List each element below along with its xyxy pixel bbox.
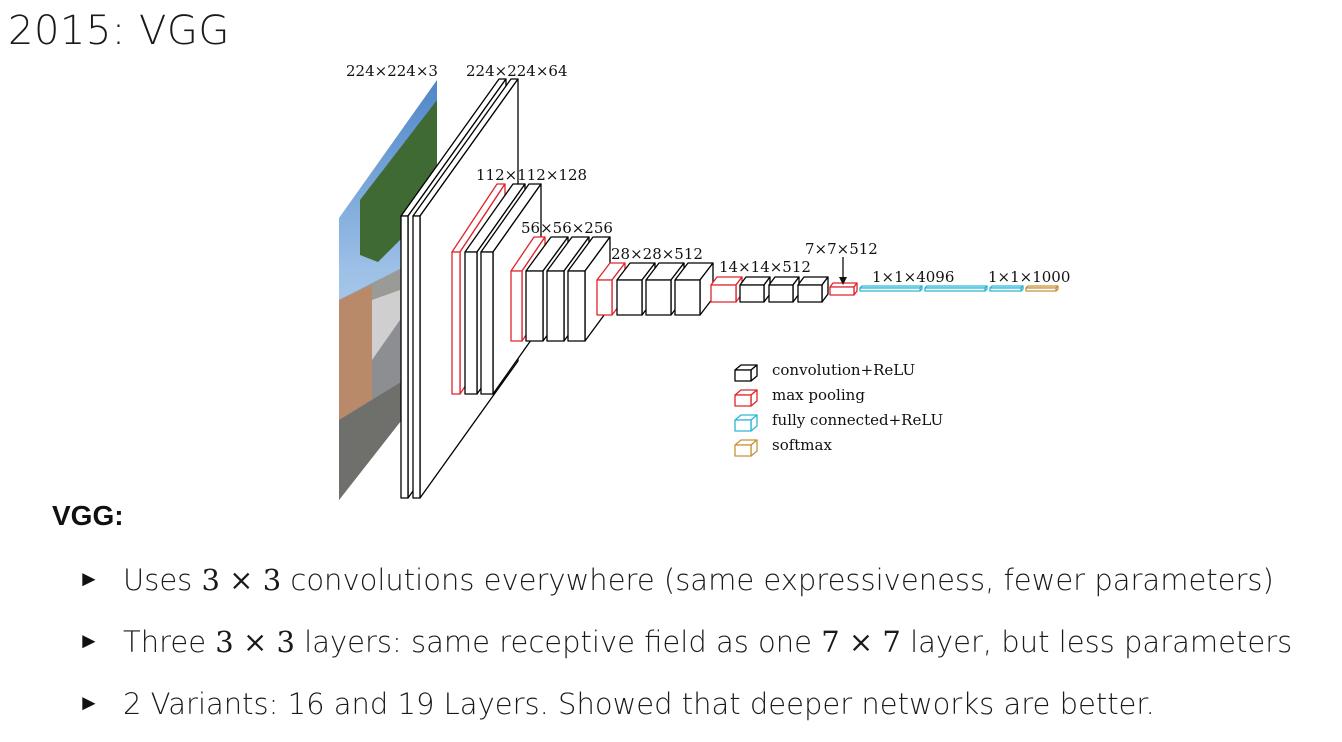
bullet-text: layer, but less parameters bbox=[900, 625, 1293, 659]
conv-layer bbox=[674, 262, 714, 316]
bullet-marker-icon: ► bbox=[78, 629, 100, 654]
legend-item: fully connected+ReLU bbox=[734, 411, 943, 432]
dimension-label: 224×224×3 bbox=[346, 62, 438, 80]
bullet-item-3: ► 2 Variants: 16 and 19 Layers. Showed t… bbox=[78, 680, 1292, 742]
legend-item: convolution+ReLU bbox=[734, 361, 915, 382]
dimension-label: 7×7×512 bbox=[805, 240, 878, 258]
bullet-marker-icon: ► bbox=[78, 691, 100, 716]
fc-cube-icon bbox=[734, 414, 758, 432]
softmax-cube-icon bbox=[734, 439, 758, 457]
bullet-list: ► Uses 3 × 3 convolutions everywhere (sa… bbox=[78, 556, 1292, 742]
pool-cube-icon bbox=[734, 389, 758, 407]
slide-title: 2015: VGG bbox=[8, 8, 230, 54]
dimension-label: 56×56×256 bbox=[521, 219, 613, 237]
legend-label: convolution+ReLU bbox=[772, 361, 915, 379]
fc-layer bbox=[859, 285, 923, 292]
conv-layer bbox=[739, 276, 771, 303]
math-expression: 7 × 7 bbox=[821, 625, 901, 659]
conv-cube-icon bbox=[734, 364, 758, 382]
softmax-layer bbox=[1025, 285, 1059, 292]
legend-item: max pooling bbox=[734, 386, 865, 407]
math-expression: 3 × 3 bbox=[215, 625, 295, 659]
bullet-text: layers: same receptive field as one bbox=[294, 625, 822, 659]
fc-layer bbox=[989, 285, 1024, 292]
diagram-legend: convolution+ReLU max pooling fully connect… bbox=[734, 361, 943, 457]
vgg-architecture-diagram: 224×224×3 224×224×64 112×112×128 56×56×256 2… bbox=[339, 62, 1070, 500]
fc-layer bbox=[924, 285, 988, 292]
bullet-text: 2 Variants: 16 and 19 Layers. Showed tha… bbox=[123, 687, 1155, 721]
dimension-label: 112×112×128 bbox=[476, 166, 587, 184]
bullet-text: Three bbox=[123, 625, 216, 659]
dimension-label: 14×14×512 bbox=[719, 258, 811, 276]
legend-label: fully connected+ReLU bbox=[772, 411, 943, 429]
dimension-label: 224×224×64 bbox=[466, 62, 567, 80]
bullet-item-1: ► Uses 3 × 3 convolutions everywhere (sa… bbox=[78, 556, 1292, 618]
conv-layer bbox=[768, 276, 800, 303]
bullet-text: convolutions everywhere (same expressive… bbox=[281, 563, 1274, 597]
pool-layer bbox=[829, 282, 858, 296]
section-heading: VGG: bbox=[52, 500, 124, 531]
pool-layer bbox=[710, 276, 743, 303]
dimension-label: 1×1×4096 bbox=[872, 268, 954, 286]
pointer-arrow bbox=[839, 257, 847, 285]
bullet-text: Uses bbox=[123, 563, 202, 597]
pool-layer bbox=[596, 262, 626, 316]
dimension-label: 1×1×1000 bbox=[988, 268, 1070, 286]
bullet-item-2: ► Three 3 × 3 layers: same receptive fie… bbox=[78, 618, 1292, 680]
legend-label: max pooling bbox=[772, 386, 865, 404]
math-expression: 3 × 3 bbox=[201, 563, 282, 597]
legend-label: softmax bbox=[772, 436, 832, 454]
dimension-label: 28×28×512 bbox=[611, 245, 703, 263]
conv-layer bbox=[797, 276, 829, 303]
legend-item: softmax bbox=[734, 436, 832, 457]
bullet-marker-icon: ► bbox=[78, 567, 100, 592]
